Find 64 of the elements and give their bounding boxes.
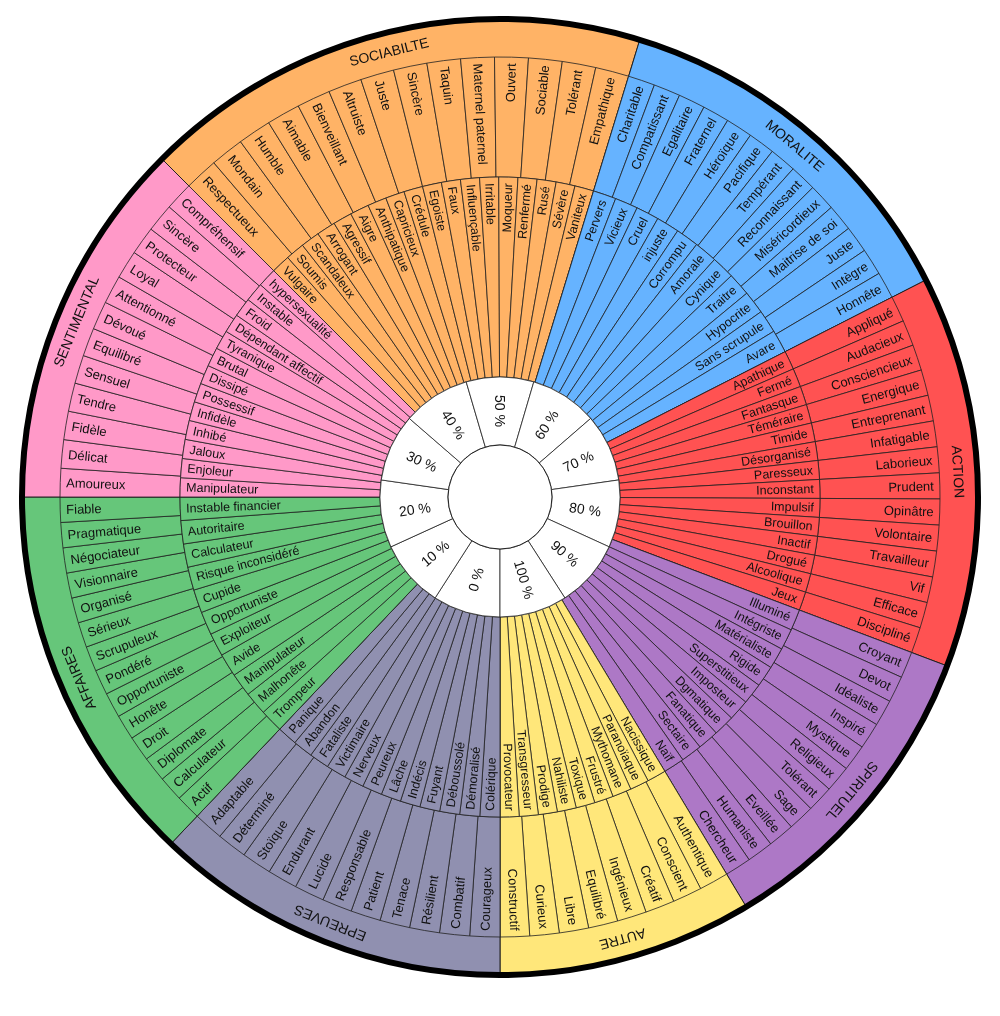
percent-label: 10 % [417, 536, 453, 570]
trait-label: Constructif [505, 868, 523, 931]
trait-label: Autoritaire [187, 518, 246, 539]
trait-label: Libre [560, 895, 581, 927]
trait-label: Moqueur [499, 182, 516, 233]
percent-label: 100 % [510, 558, 538, 601]
trait-label: Rusé [534, 185, 553, 217]
trait-label: Colérique [483, 757, 499, 812]
trait-label: Brouillon [763, 514, 814, 534]
trait-label: Volontaire [873, 524, 933, 546]
trait-label: Combatif [447, 876, 468, 930]
trait-label: Enjoleur [186, 461, 234, 480]
trait-label: Pragmatique [67, 520, 142, 543]
trait-label: Opinâtre [883, 502, 934, 520]
trait-label: Instable financier [185, 498, 281, 516]
trait-label: Résilient [418, 874, 442, 926]
sector-title: ACTION [948, 444, 968, 499]
trait-label: Provocateur [500, 743, 517, 812]
trait-label: Fidèle [70, 418, 108, 440]
trait-label: Laborieux [874, 452, 934, 473]
percent-label: 80 % [568, 499, 603, 520]
trait-label: Irritable [482, 182, 498, 226]
trait-label: Infatigable [869, 427, 931, 451]
trait-label: Equilibré [582, 867, 610, 921]
trait-label: Influençable [463, 183, 484, 253]
percent-label: 0 % [464, 565, 487, 594]
trait-label: Travailleur [868, 546, 931, 571]
percent-label: 40 % [438, 406, 469, 443]
percent-label: 50 % [492, 395, 508, 427]
trait-label: Tenace [388, 875, 414, 921]
trait-label: Maternel paternel [470, 63, 491, 165]
trait-label: Transgresseur [514, 729, 536, 811]
trait-label: Juste [371, 78, 395, 113]
trait-label: Sincère [404, 70, 428, 117]
trait-label: Fiable [65, 501, 102, 518]
percent-label: 70 % [560, 447, 597, 476]
trait-label: Sociable [532, 64, 553, 116]
trait-label: Tolérant [562, 68, 586, 117]
percent-label: 60 % [531, 406, 562, 443]
trait-label: Juste [822, 236, 857, 268]
trait-label: Inactif [776, 532, 812, 552]
percent-label: 90 % [547, 536, 583, 570]
trait-label: Inconstant [756, 482, 815, 498]
trait-label: Curieux [531, 883, 552, 930]
trait-label: Amoureux [66, 475, 126, 493]
trait-label: Efficace [871, 594, 921, 621]
percent-label: 20 % [397, 499, 432, 520]
trait-label: Faux [444, 185, 463, 216]
trait-label: Courageux [477, 866, 495, 931]
trait-label: Taquin [437, 65, 457, 106]
trait-label: Désorganisé [740, 444, 812, 469]
trait-label: Ouvert [502, 62, 519, 103]
trait-label: Prodige [533, 763, 554, 809]
percent-label: 30 % [403, 447, 440, 476]
trait-label: Renfermé [515, 183, 535, 240]
trait-label: Impulsif [770, 499, 815, 515]
trait-label: Délicat [67, 447, 109, 466]
trait-label: Manipulateur [185, 480, 259, 497]
trait-label: Tendre [75, 391, 118, 415]
sector-title: AUTRE [597, 925, 648, 954]
trait-label: Sensuel [82, 363, 132, 392]
trait-label: Vif [908, 578, 926, 596]
trait-label: Démoralisé [463, 746, 484, 811]
trait-label: Prudent [888, 478, 935, 495]
